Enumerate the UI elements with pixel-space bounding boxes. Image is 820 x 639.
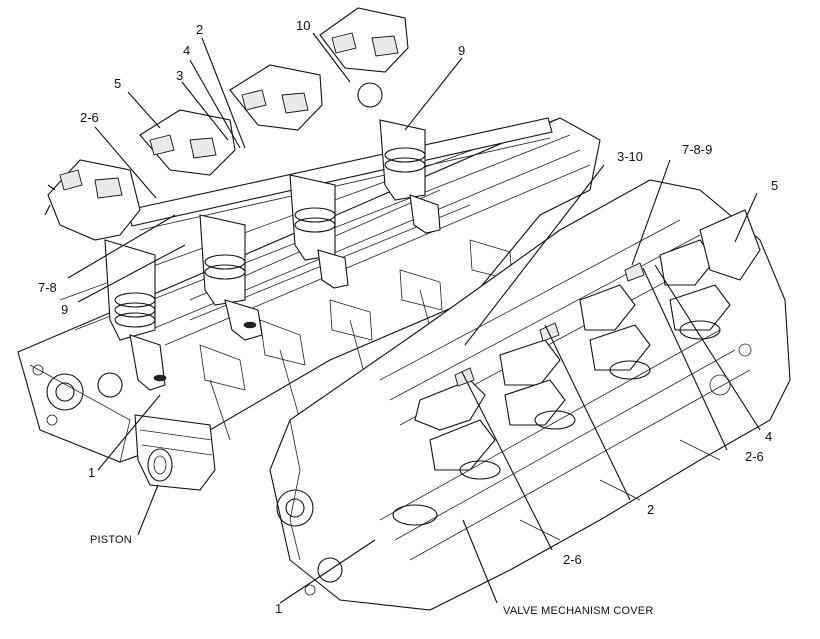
injector-3 [229, 64, 349, 289]
callout-piston: PISTON [90, 534, 132, 546]
callout-2-top: 2 [196, 22, 204, 37]
callout-4-right: 4 [765, 429, 773, 444]
piston [134, 414, 216, 491]
callout-9-left: 9 [61, 302, 69, 317]
callout-2-6-left: 2-6 [80, 110, 99, 125]
callout-10-top: 10 [296, 18, 311, 33]
injector-1 [44, 159, 167, 391]
callout-valve-mechanism-cover: VALVE MECHANISM COVER [503, 605, 654, 617]
callout-5-right: 5 [771, 178, 779, 193]
callout-4-top: 4 [183, 43, 191, 58]
callout-1-left: 1 [88, 465, 96, 480]
callout-3-10: 3-10 [617, 149, 644, 164]
rocker-arms-right [392, 209, 761, 526]
callout-5-left: 5 [114, 76, 122, 91]
callout-9-top: 9 [458, 43, 466, 58]
injector-2 [139, 109, 263, 341]
injector-4 [319, 7, 441, 234]
callout-1-bottom: 1 [275, 601, 283, 616]
callout-3-top: 3 [176, 68, 184, 83]
leader-lines [67, 32, 761, 604]
callout-7-8-9: 7-8-9 [682, 142, 713, 157]
callout-2-6-right: 2-6 [745, 449, 764, 464]
callout-7-8: 7-8 [38, 280, 57, 295]
callout-2-right: 2 [647, 502, 655, 517]
callout-2-6-bottom: 2-6 [563, 552, 582, 567]
